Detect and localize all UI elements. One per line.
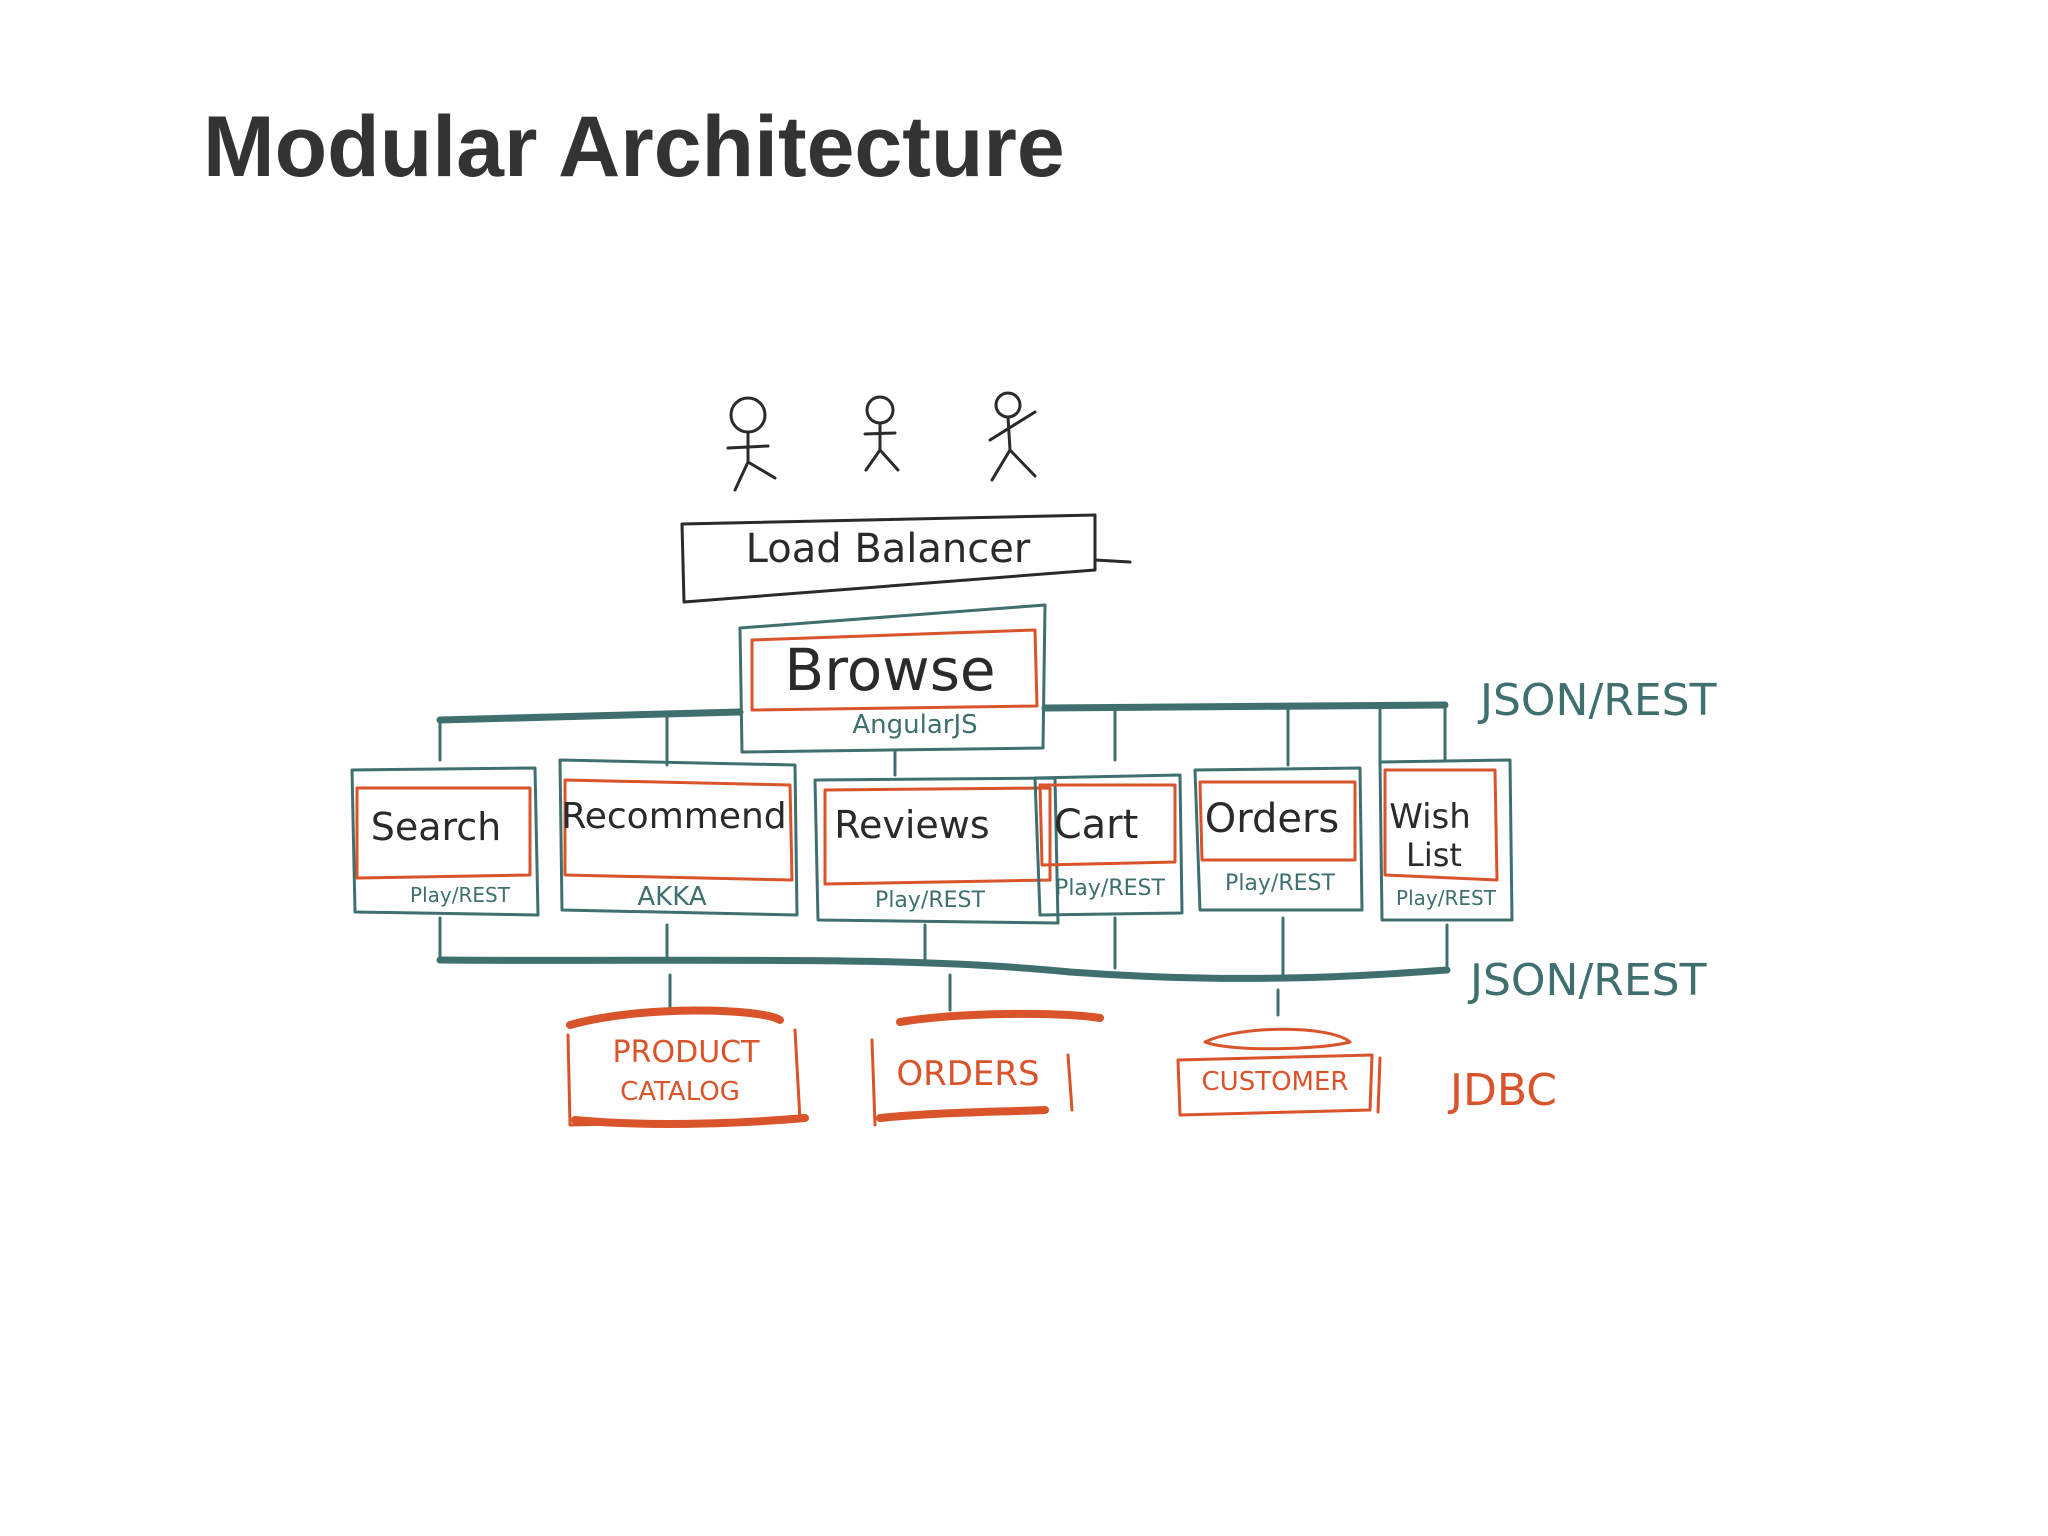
browse-tech-label: AngularJS: [852, 710, 977, 740]
service-recommend-label: Recommend: [561, 796, 786, 837]
service-recommend: Recommend AKKA: [558, 758, 799, 917]
protocol-middle-label: JSON/REST: [1467, 955, 1707, 1006]
user-figure-2: [863, 395, 900, 472]
service-wish-list: Wish List Play/REST: [1378, 758, 1514, 922]
database-product-catalog: PRODUCT CATALOG: [566, 1006, 809, 1128]
service-cart-tech: Play/REST: [1055, 876, 1165, 901]
database-orders-label: ORDERS: [896, 1054, 1039, 1094]
service-orders: Orders Play/REST: [1193, 766, 1364, 912]
browse-label: Browse: [784, 636, 995, 704]
load-balancer-box: Load Balancer: [680, 513, 1132, 604]
service-search-tech: Play/REST: [410, 883, 511, 907]
database-customer: CUSTOMER: [1176, 1027, 1382, 1117]
service-reviews-label: Reviews: [834, 803, 989, 847]
service-wish-list-tech: Play/REST: [1396, 886, 1497, 910]
service-search-label: Search: [371, 805, 502, 849]
service-reviews: Reviews Play/REST: [813, 776, 1060, 925]
bottom-json-rest-bus: [436, 916, 1451, 1017]
service-wish-list-label-2: List: [1406, 836, 1462, 874]
database-customer-label: CUSTOMER: [1202, 1067, 1349, 1097]
user-figure-3: [988, 391, 1037, 482]
top-json-rest-bus: [436, 701, 1449, 777]
browse-box: Browse AngularJS: [738, 603, 1047, 754]
service-wish-list-label: Wish: [1389, 797, 1471, 837]
database-orders: ORDERS: [870, 1009, 1104, 1127]
slide-title: Modular Architecture: [203, 99, 1065, 195]
database-product-label: PRODUCT: [613, 1035, 761, 1070]
protocol-bottom-label: JDBC: [1447, 1065, 1557, 1116]
service-orders-tech: Play/REST: [1225, 871, 1335, 896]
protocol-top-label: JSON/REST: [1477, 675, 1717, 726]
load-balancer-label: Load Balancer: [746, 526, 1031, 572]
user-figure-1: [726, 396, 777, 492]
service-reviews-tech: Play/REST: [875, 888, 985, 913]
service-recommend-tech: AKKA: [637, 882, 706, 912]
database-catalog-label: CATALOG: [620, 1077, 740, 1107]
service-search: Search Play/REST: [350, 766, 540, 917]
service-cart-label: Cart: [1054, 802, 1139, 848]
service-cart: Cart Play/REST: [1033, 773, 1184, 917]
service-orders-label: Orders: [1205, 796, 1340, 842]
